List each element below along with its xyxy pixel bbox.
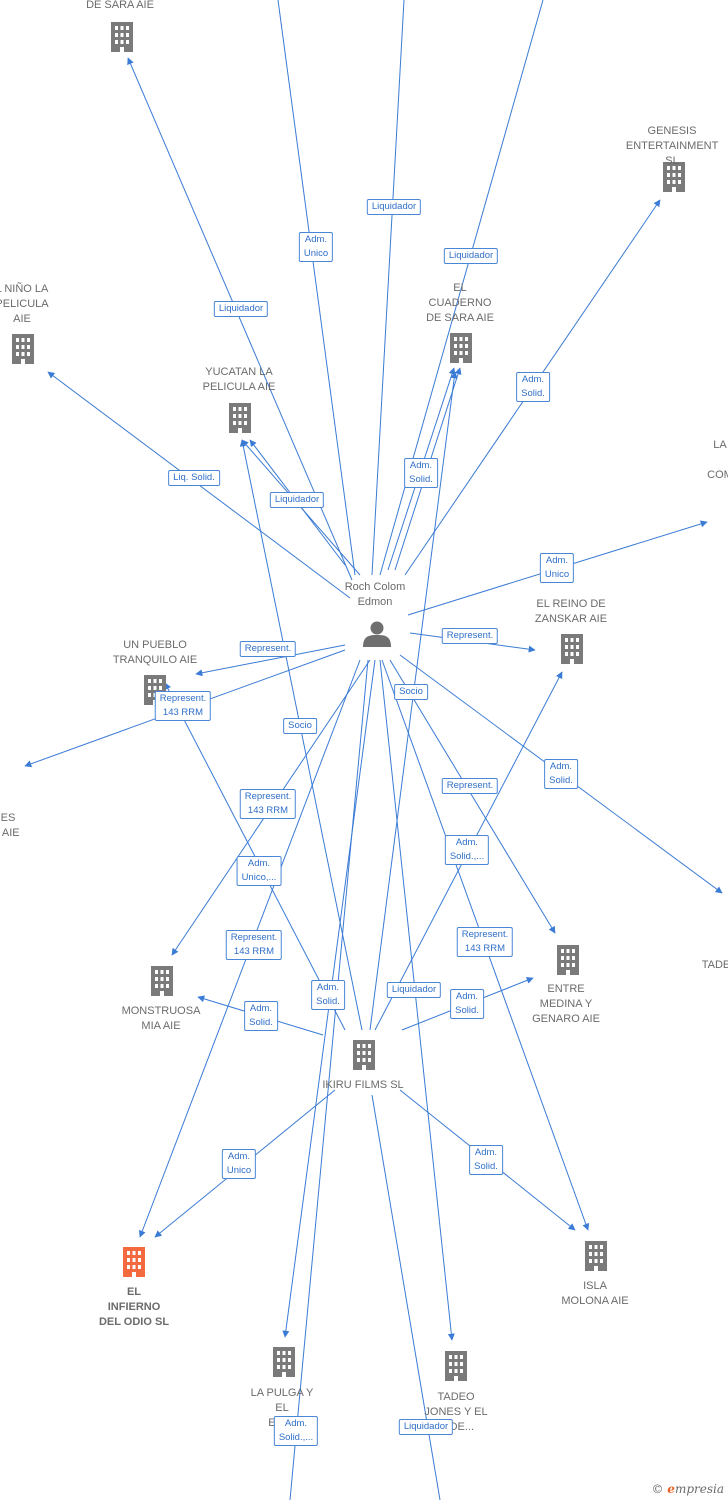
- building-icon[interactable]: [445, 1351, 467, 1381]
- building-icon[interactable]: [585, 1241, 607, 1271]
- edge-label-adm-unico[interactable]: Adm. Unico,...: [236, 856, 282, 886]
- edge-label-adm-solid[interactable]: Adm. Solid.,...: [444, 835, 490, 865]
- edge-line: [369, 371, 458, 1031]
- node-label-infierno[interactable]: EL INFIERNO DEL ODIO SL: [98, 1286, 170, 1328]
- edge-label-represent-143-rrm[interactable]: Represent. 143 RRM: [154, 691, 212, 721]
- edge-label-represent-143-rrm[interactable]: Represent. 143 RRM: [225, 930, 283, 960]
- building-icon[interactable]: [557, 945, 579, 975]
- node-label-tadeo[interactable]: TADEO JONES Y EL O DE...: [424, 1391, 488, 1433]
- edge-label-adm-unico[interactable]: Adm. Unico: [539, 553, 575, 583]
- node-label-es-aie: ES . AIE: [0, 812, 20, 839]
- node-label-tade-right: TADE: [701, 959, 728, 971]
- node-label-monstruosa[interactable]: MONSTRUOSA MIA AIE: [121, 1005, 201, 1032]
- empresia-watermark[interactable]: © empresia: [651, 1482, 724, 1496]
- building-icon[interactable]: [450, 333, 472, 363]
- edge-label-liquidador[interactable]: Liquidador: [398, 1419, 454, 1435]
- edge-label-adm-solid[interactable]: Adm. Solid.: [544, 759, 578, 789]
- building-icon[interactable]: [273, 1347, 295, 1377]
- node-icons: [12, 22, 685, 1381]
- node-label-entre[interactable]: ENTRE MEDINA Y GENARO AIE: [532, 983, 600, 1025]
- edge-line: [277, 0, 356, 576]
- building-icon[interactable]: [111, 22, 133, 52]
- edge-line: [371, 0, 405, 576]
- building-icon[interactable]: [353, 1040, 375, 1070]
- edge-label-socio[interactable]: Socio: [283, 718, 317, 734]
- edge-label-represent-143-rrm[interactable]: Represent. 143 RRM: [456, 927, 514, 957]
- person-icon[interactable]: [363, 621, 391, 648]
- edge-label-liquidador[interactable]: Liquidador: [366, 199, 422, 215]
- edge-line: [371, 1094, 441, 1500]
- edge-label-adm-solid[interactable]: Adm. Solid.: [516, 372, 550, 402]
- edge-label-represent-143-rrm[interactable]: Represent. 143 RRM: [239, 789, 297, 819]
- edge-line: [389, 659, 556, 934]
- edge-label-adm-unico[interactable]: Adm. Unico: [221, 1149, 257, 1179]
- copyright-icon: ©: [651, 1482, 664, 1496]
- edge-label-adm-unico[interactable]: Adm. Unico: [298, 232, 334, 262]
- edge-line: [195, 644, 346, 677]
- node-label-de-sara-top[interactable]: DE SARA AIE: [86, 0, 154, 11]
- edge-label-adm-solid[interactable]: Adm. Solid.: [244, 1001, 278, 1031]
- node-label-genesis[interactable]: GENESIS ENTERTAINMENT SL: [625, 125, 719, 167]
- node-label-cuaderno[interactable]: EL CUADERNO DE SARA AIE: [426, 282, 494, 324]
- node-label-zanskar[interactable]: EL REINO DE ZANSKAR AIE: [534, 598, 608, 625]
- building-icon[interactable]: [12, 334, 34, 364]
- edge-label-socio[interactable]: Socio: [394, 684, 428, 700]
- building-icon[interactable]: [151, 966, 173, 996]
- building-icon[interactable]: [561, 634, 583, 664]
- brand-name: mpresia: [674, 1482, 724, 1496]
- node-label-nino[interactable]: L NIÑO LA PELICULA AIE: [0, 283, 49, 325]
- edge-label-liquidador[interactable]: Liquidador: [386, 982, 442, 998]
- edge-line: [239, 439, 363, 1031]
- edge-label-liquidador[interactable]: Liquidador: [213, 301, 269, 317]
- edge-label-liquidador[interactable]: Liquidador: [269, 492, 325, 508]
- building-icon[interactable]: [229, 403, 251, 433]
- building-highlight-icon[interactable]: [127, 1251, 141, 1277]
- edge-label-adm-solid[interactable]: Adm. Solid.: [311, 980, 345, 1010]
- edge-label-represent[interactable]: Represent.: [239, 641, 297, 657]
- node-label-yucatan[interactable]: YUCATAN LA PELICULA AIE: [202, 366, 276, 393]
- edge-line: [289, 659, 369, 1500]
- edge-label-represent[interactable]: Represent.: [441, 628, 499, 644]
- edge-label-represent[interactable]: Represent.: [441, 778, 499, 794]
- edge-label-adm-solid[interactable]: Adm. Solid.: [469, 1145, 503, 1175]
- edge-label-liquidador[interactable]: Liquidador: [443, 248, 499, 264]
- node-label-isla[interactable]: ISLA MOLONA AIE: [561, 1280, 629, 1307]
- node-label-ikiru[interactable]: IKIRU FILMS SL: [322, 1079, 404, 1091]
- node-label-la-com: LA COM: [707, 439, 728, 481]
- edge-label-adm-solid[interactable]: Adm. Solid.: [404, 458, 438, 488]
- edge-label-adm-solid[interactable]: Adm. Solid.: [450, 989, 484, 1019]
- node-label-pueblo[interactable]: UN PUEBLO TRANQUILO AIE: [112, 639, 198, 666]
- edge-label-adm-solid[interactable]: Adm. Solid.,...: [273, 1416, 319, 1446]
- node-label-roch[interactable]: Roch Colom Edmon: [344, 581, 406, 608]
- brand-initial: e: [667, 1482, 675, 1496]
- edge-label-liq-solid[interactable]: Liq. Solid.: [168, 470, 220, 486]
- edge-line: [379, 659, 455, 1341]
